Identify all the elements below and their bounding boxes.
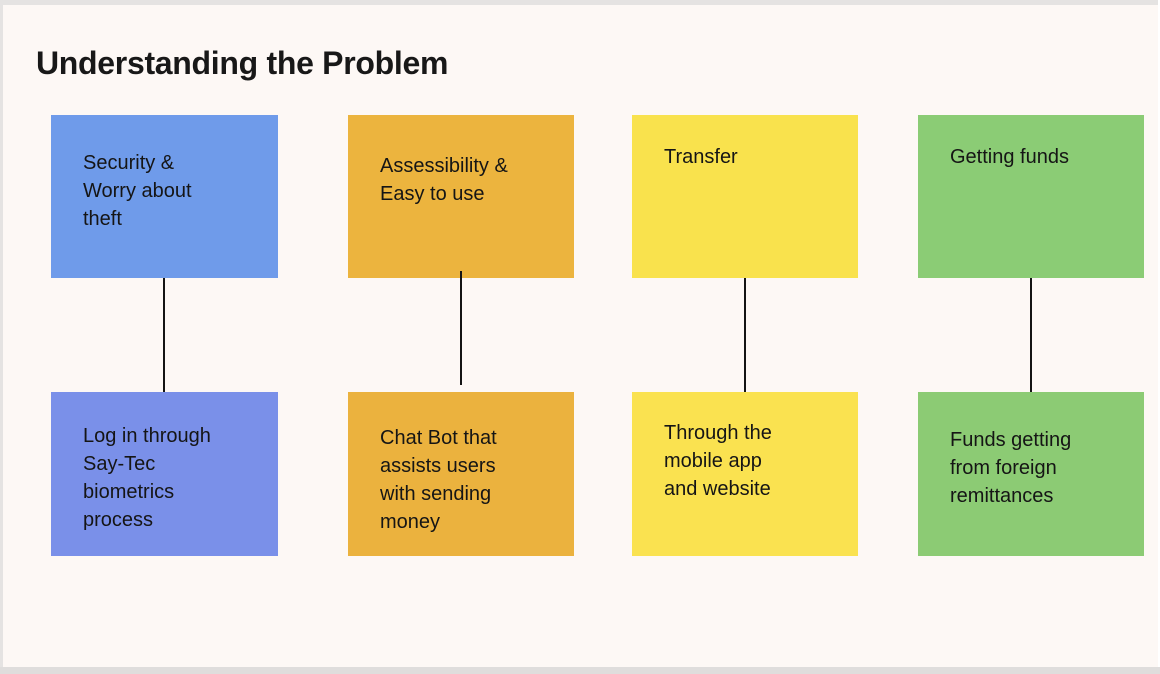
sticky-note-getting-funds[interactable]: Getting funds (918, 115, 1144, 278)
sticky-note-accessibility[interactable]: Assessibility & Easy to use (348, 115, 574, 278)
window-edge-top (0, 0, 1160, 5)
sticky-note-chat-bot[interactable]: Chat Bot that assists users with sending… (348, 392, 574, 556)
note-text: Funds getting from foreign remittances (950, 429, 1072, 507)
connector-getting-funds[interactable] (1030, 278, 1032, 392)
note-text: Getting funds (950, 146, 1069, 168)
connector-security[interactable] (163, 278, 165, 392)
note-text: Chat Bot that assists users with sending… (380, 427, 497, 533)
connector-accessibility[interactable] (460, 271, 462, 385)
note-text: Transfer (664, 146, 738, 168)
sticky-note-mobile-app-website[interactable]: Through the mobile app and website (632, 392, 858, 556)
window-edge-left (0, 0, 3, 674)
note-text: Security & Worry about theft (83, 152, 192, 230)
note-text: Assessibility & Easy to use (380, 155, 508, 205)
sticky-note-transfer[interactable]: Transfer (632, 115, 858, 278)
sticky-note-foreign-remittances[interactable]: Funds getting from foreign remittances (918, 392, 1144, 556)
note-text: Through the mobile app and website (664, 422, 772, 500)
window-edge-bottom (0, 667, 1160, 674)
sticky-note-login-biometrics[interactable]: Log in through Say-Tec biometrics proces… (51, 392, 278, 556)
connector-transfer[interactable] (744, 278, 746, 392)
page-title: Understanding the Problem (36, 45, 449, 81)
note-text: Log in through Say-Tec biometrics proces… (83, 425, 211, 531)
sticky-note-security-worry[interactable]: Security & Worry about theft (51, 115, 278, 278)
window-edge-right (1158, 0, 1160, 674)
